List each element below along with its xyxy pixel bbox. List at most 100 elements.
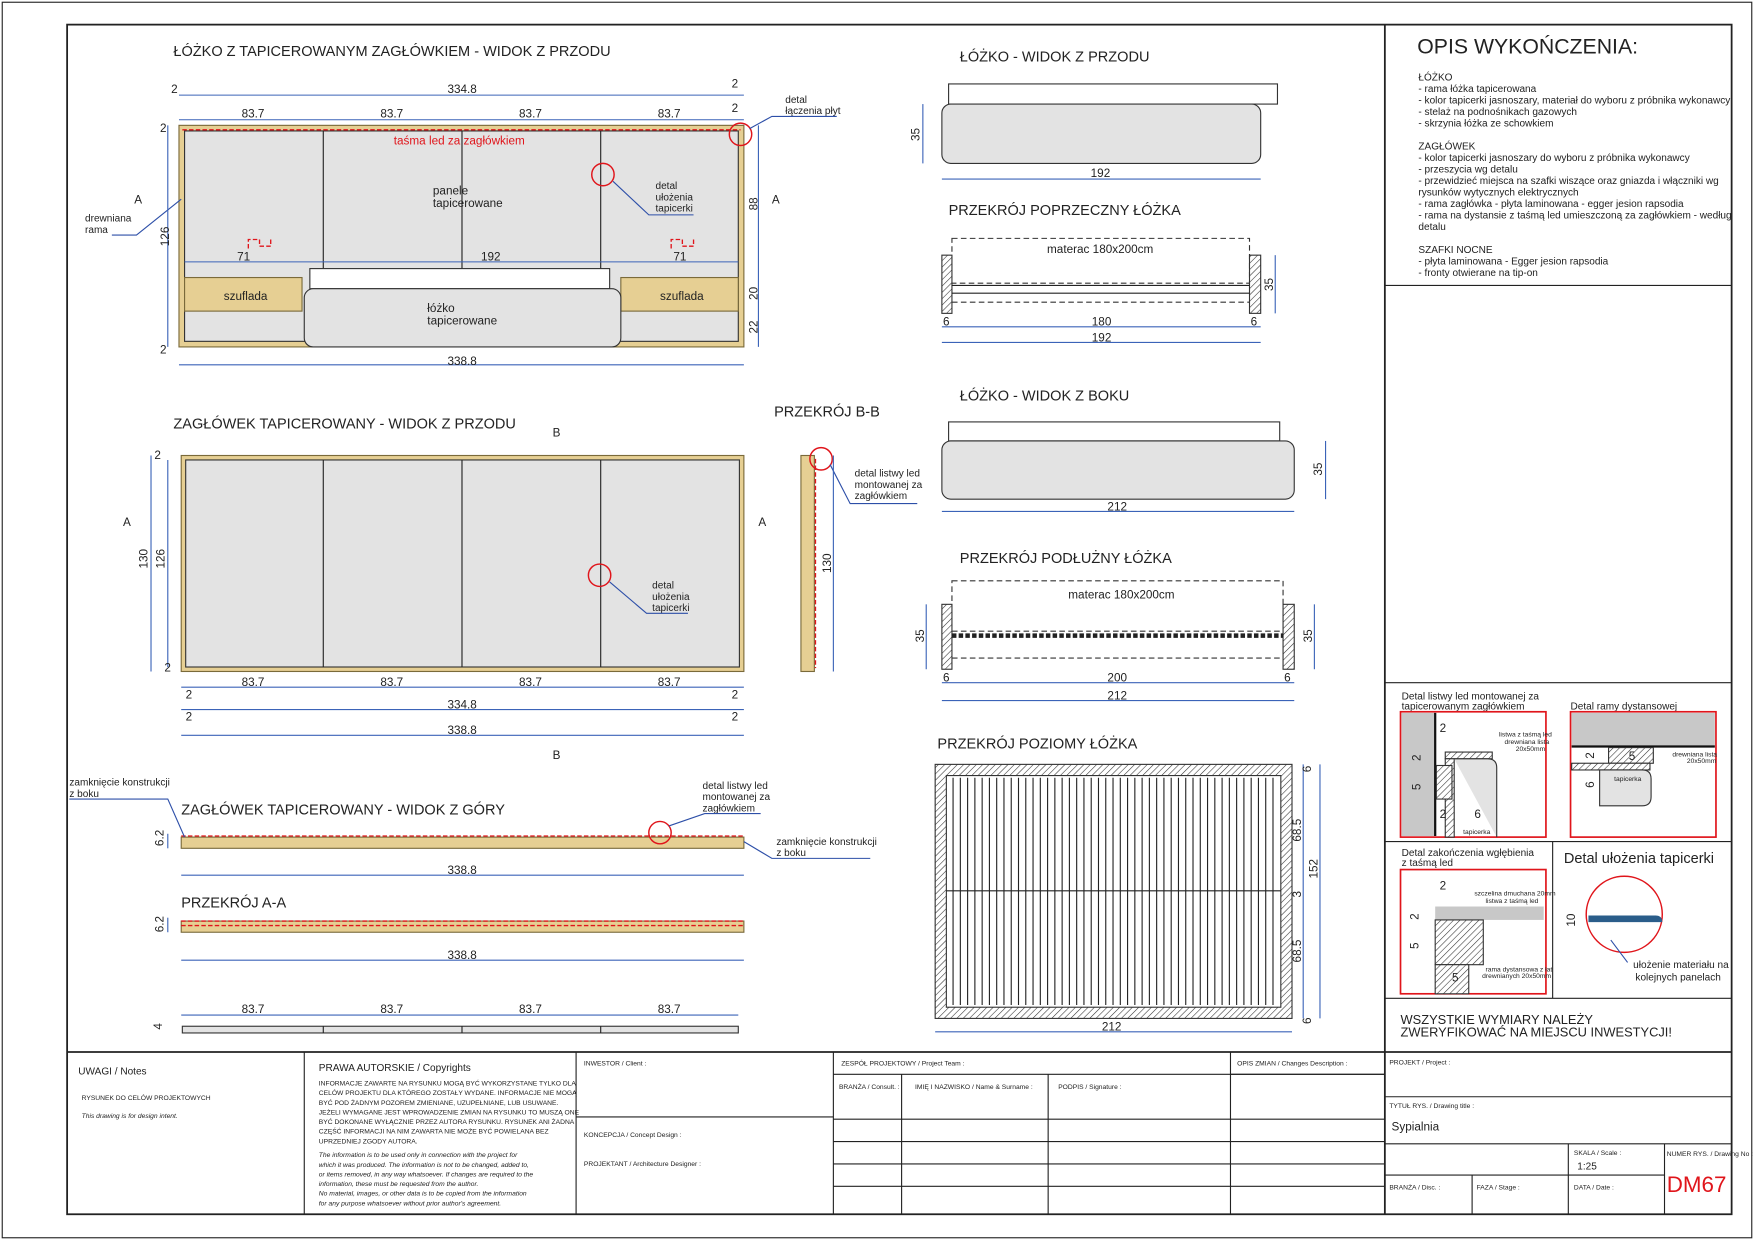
svg-text:tapicerowane: tapicerowane bbox=[433, 197, 503, 210]
copyright-line: which it was produced. The information i… bbox=[319, 1162, 529, 1169]
svg-text:Detal ułożenia tapicerki: Detal ułożenia tapicerki bbox=[1564, 851, 1714, 867]
svg-text:B: B bbox=[553, 426, 561, 439]
view-title: ŁÓŻKO Z TAPICEROWANYM ZAGŁÓWKIEM - WIDOK… bbox=[173, 42, 610, 60]
front-view: ŁÓŻKO Z TAPICEROWANYM ZAGŁÓWKIEM - WIDOK… bbox=[85, 42, 841, 368]
svg-text:A: A bbox=[758, 516, 766, 529]
svg-text:zamknięcie konstrukcji: zamknięcie konstrukcji bbox=[69, 778, 169, 789]
svg-text:kolejnych panelach: kolejnych panelach bbox=[1635, 972, 1720, 983]
svg-text:drewniana lista: drewniana lista bbox=[1505, 739, 1550, 746]
copyright-line: information, these must be requested fro… bbox=[319, 1181, 479, 1188]
svg-text:126: 126 bbox=[154, 548, 167, 568]
title-block: UWAGI / Notes RYSUNEK DO CELÓW PROJEKTOW… bbox=[67, 1051, 1753, 1215]
svg-text:192: 192 bbox=[481, 251, 501, 264]
svg-text:2: 2 bbox=[154, 449, 161, 462]
svg-text:2: 2 bbox=[1440, 880, 1447, 893]
svg-text:192: 192 bbox=[1092, 331, 1112, 344]
svg-text:z boku: z boku bbox=[776, 848, 806, 859]
svg-text:ŁÓŻKO - WIDOK Z BOKU: ŁÓŻKO - WIDOK Z BOKU bbox=[960, 387, 1130, 405]
svg-text:20: 20 bbox=[747, 286, 760, 300]
finish-line: - rama łóżka tapicerowana bbox=[1418, 84, 1536, 95]
finish-line: - stelaż na podnośnikach gazowych bbox=[1418, 107, 1577, 118]
copyright-line: or items removed, in any way whatsoever.… bbox=[319, 1171, 534, 1178]
svg-text:83.7: 83.7 bbox=[658, 108, 681, 121]
svg-text:SKALA / Scale :: SKALA / Scale : bbox=[1574, 1150, 1621, 1157]
svg-text:5: 5 bbox=[1629, 750, 1636, 763]
svg-text:2: 2 bbox=[1584, 752, 1597, 759]
svg-text:FAZA / Stage :: FAZA / Stage : bbox=[1477, 1185, 1520, 1192]
svg-text:łączenia płyt: łączenia płyt bbox=[785, 106, 840, 117]
svg-text:drewniana lista: drewniana lista bbox=[1672, 752, 1717, 759]
svg-text:zamknięcie konstrukcji: zamknięcie konstrukcji bbox=[776, 837, 876, 848]
svg-text:szuflada: szuflada bbox=[660, 290, 704, 303]
svg-text:BRANŻA / Consult. :: BRANŻA / Consult. : bbox=[839, 1082, 900, 1091]
finish-line: detalu bbox=[1418, 222, 1445, 233]
svg-text:zagłówkiem: zagłówkiem bbox=[702, 803, 754, 814]
svg-text:montowanej za: montowanej za bbox=[702, 792, 770, 803]
svg-text:ZAGŁÓWEK TAPICEROWANY - WIDOK: ZAGŁÓWEK TAPICEROWANY - WIDOK Z PRZODU bbox=[173, 416, 516, 433]
svg-text:83.7: 83.7 bbox=[658, 1003, 681, 1016]
svg-text:listwa z taśmą led: listwa z taśmą led bbox=[1499, 731, 1552, 738]
svg-text:detal listwy led: detal listwy led bbox=[855, 469, 920, 480]
svg-text:tapicerki: tapicerki bbox=[656, 204, 693, 215]
svg-text:łóżko: łóżko bbox=[427, 302, 455, 315]
svg-text:2: 2 bbox=[186, 711, 193, 724]
svg-text:1:25: 1:25 bbox=[1577, 1161, 1597, 1172]
svg-text:334.8: 334.8 bbox=[447, 83, 477, 96]
copyright-line: No material, images, or other data is to… bbox=[319, 1191, 527, 1198]
svg-text:212: 212 bbox=[1102, 1021, 1122, 1034]
svg-text:rama: rama bbox=[85, 225, 108, 236]
svg-text:2: 2 bbox=[160, 344, 167, 357]
svg-text:68.5: 68.5 bbox=[1291, 939, 1304, 962]
svg-text:83.7: 83.7 bbox=[519, 1003, 542, 1016]
svg-text:OPIS WYKOŃCZENIA:: OPIS WYKOŃCZENIA: bbox=[1417, 34, 1638, 59]
copyright-line: INFORMACJE ZAWARTE NA RYSUNKU MOGĄ BYĆ W… bbox=[319, 1079, 577, 1088]
svg-text:WSZYSTKIE WYMIARY NALEŻY: WSZYSTKIE WYMIARY NALEŻY bbox=[1401, 1012, 1594, 1027]
svg-text:338.8: 338.8 bbox=[447, 355, 477, 368]
svg-text:tapicerki: tapicerki bbox=[652, 603, 689, 614]
svg-text:drewniana: drewniana bbox=[85, 214, 132, 225]
svg-text:DM67: DM67 bbox=[1667, 1172, 1727, 1197]
svg-text:192: 192 bbox=[1091, 167, 1111, 180]
svg-text:Sypialnia: Sypialnia bbox=[1392, 1120, 1440, 1133]
svg-text:listwa z taśmą led: listwa z taśmą led bbox=[1486, 898, 1539, 905]
svg-text:6.2: 6.2 bbox=[153, 916, 166, 932]
svg-text:detal listwy led: detal listwy led bbox=[702, 781, 767, 792]
svg-text:2: 2 bbox=[732, 711, 739, 724]
svg-text:Detal ramy dystansowej: Detal ramy dystansowej bbox=[1571, 702, 1678, 713]
svg-text:UWAGI / Notes: UWAGI / Notes bbox=[78, 1066, 146, 1077]
svg-text:szuflada: szuflada bbox=[224, 290, 268, 303]
svg-text:tapicerowanym zagłówkiem: tapicerowanym zagłówkiem bbox=[1402, 702, 1525, 713]
svg-text:3: 3 bbox=[1291, 891, 1304, 898]
svg-text:338.8: 338.8 bbox=[447, 724, 477, 737]
svg-text:83.7: 83.7 bbox=[242, 108, 265, 121]
svg-text:6: 6 bbox=[1584, 781, 1597, 788]
bed-plan-section: PRZEKRÓJ POZIOMY ŁÓŻKA 6 68.5 3 68.5 6 1… bbox=[934, 735, 1321, 1034]
svg-text:PROJEKT / Project :: PROJEKT / Project : bbox=[1389, 1059, 1450, 1066]
svg-text:ułożenia: ułożenia bbox=[652, 592, 690, 603]
finish-line: - rama na dystansie z taśmą led umieszcz… bbox=[1418, 211, 1731, 222]
section-aa: PRZEKRÓJ A-A 6.2 338.8 83.7 83.7 83.7 83… bbox=[152, 895, 745, 1034]
drawer-right bbox=[620, 276, 739, 312]
svg-text:6: 6 bbox=[1284, 672, 1291, 685]
svg-text:212: 212 bbox=[1107, 689, 1127, 702]
svg-text:83.7: 83.7 bbox=[658, 676, 681, 689]
finish-line: - skrzynia łóżka ze schowkiem bbox=[1418, 119, 1553, 130]
svg-text:Detal listwy led montowanej za: Detal listwy led montowanej za bbox=[1402, 691, 1540, 702]
svg-text:PRZEKRÓJ PODŁUŻNY ŁÓŻKA: PRZEKRÓJ PODŁUŻNY ŁÓŻKA bbox=[960, 549, 1172, 567]
svg-text:taśma led za zagłówkiem: taśma led za zagłówkiem bbox=[394, 134, 525, 147]
copyright-line: BYĆ POD ŻADNYM POZOREM ZMIENIANE, UZUPEŁ… bbox=[319, 1098, 559, 1107]
svg-text:2: 2 bbox=[164, 661, 171, 674]
svg-text:PRAWA AUTORSKIE / Copyrights: PRAWA AUTORSKIE / Copyrights bbox=[319, 1063, 471, 1074]
svg-text:szczelina dmuchana 20mm: szczelina dmuchana 20mm bbox=[1474, 890, 1556, 897]
bed-shape bbox=[303, 288, 622, 348]
svg-text:22: 22 bbox=[747, 320, 760, 333]
svg-text:PRZEKRÓJ POPRZECZNY ŁÓŻKA: PRZEKRÓJ POPRZECZNY ŁÓŻKA bbox=[949, 201, 1182, 219]
svg-text:materac 180x200cm: materac 180x200cm bbox=[1047, 243, 1153, 256]
svg-text:detal: detal bbox=[656, 181, 678, 192]
svg-text:BRANŻA / Disc. :: BRANŻA / Disc. : bbox=[1389, 1183, 1440, 1192]
svg-text:tapicerka: tapicerka bbox=[1463, 829, 1490, 836]
svg-text:2: 2 bbox=[1411, 754, 1424, 761]
svg-text:ułożenia: ułożenia bbox=[656, 192, 694, 203]
svg-text:2: 2 bbox=[732, 102, 739, 115]
